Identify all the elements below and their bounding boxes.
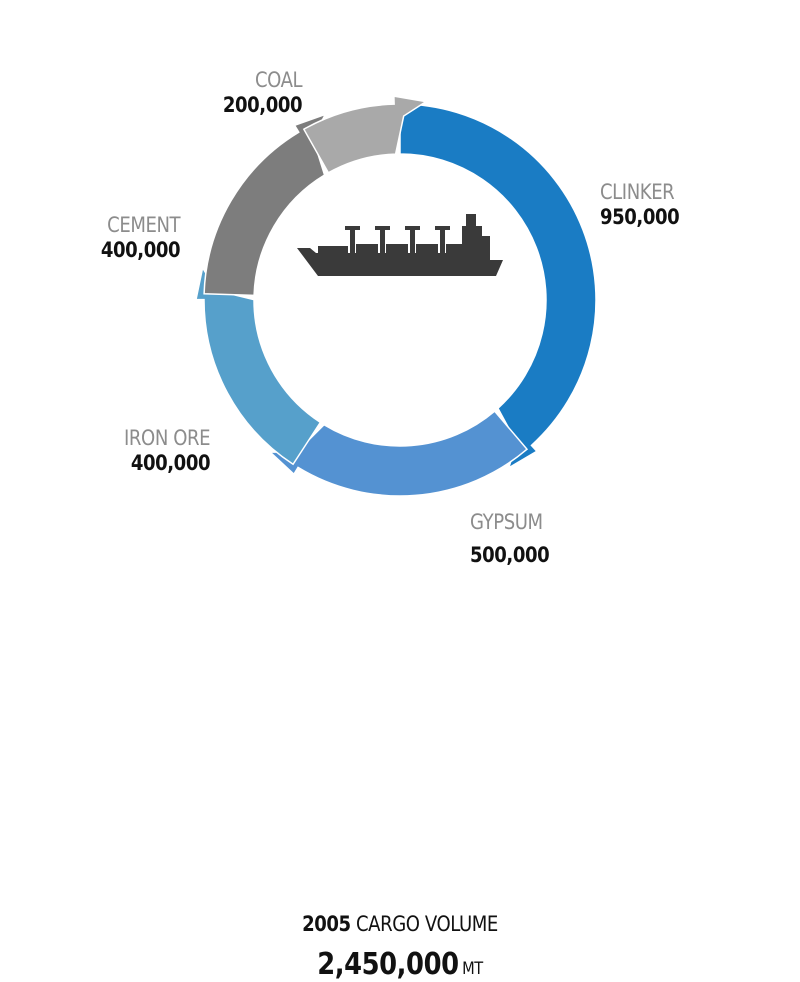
slice-name: IRON ORE	[123, 426, 211, 450]
slice-name: CEMENT	[107, 213, 180, 237]
label-clinker: CLINKER 950,000	[600, 182, 692, 228]
label-coal: COAL 200,000	[210, 68, 303, 117]
slice-value: 200,000	[222, 93, 303, 117]
center-unit: MT	[462, 959, 483, 979]
label-iron-ore: IRON ORE 400,000	[110, 426, 211, 475]
slice-name: COAL	[254, 68, 303, 92]
center-total: 2,450,000	[317, 947, 459, 982]
center-title-text: CARGO VOLUME	[355, 912, 498, 936]
center-title: 2005 CARGO VOLUME	[271, 912, 529, 936]
slice-value: 400,000	[130, 451, 211, 475]
slice-iron-ore	[195, 265, 322, 466]
slice-value: 400,000	[100, 238, 181, 262]
slice-gypsum	[268, 410, 529, 497]
slice-cement	[203, 113, 327, 297]
slice-name: CLINKER	[600, 180, 675, 204]
label-gypsum: GYPSUM 500,000	[470, 512, 562, 566]
slice-value: 950,000	[600, 205, 680, 229]
slice-coal	[302, 95, 428, 174]
center-year: 2005	[302, 912, 351, 936]
donut-svg	[195, 95, 597, 497]
label-cement: CEMENT 400,000	[88, 213, 181, 262]
slice-clinker	[399, 103, 597, 470]
slice-value: 500,000	[470, 543, 550, 567]
slice-name: GYPSUM	[470, 510, 543, 534]
ship-icon	[297, 214, 503, 276]
